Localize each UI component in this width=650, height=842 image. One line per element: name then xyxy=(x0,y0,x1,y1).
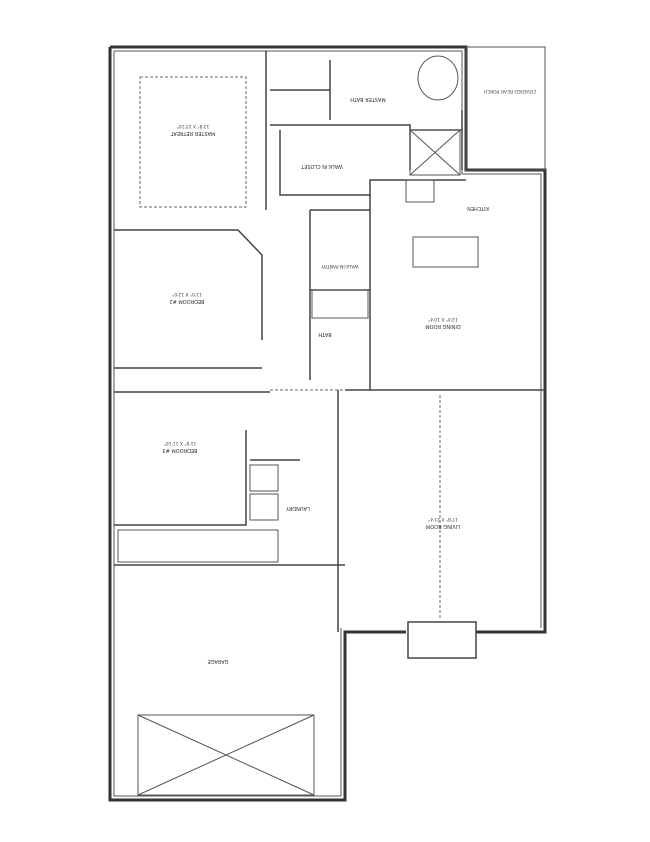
svg-text:MASTER RETREAT: MASTER RETREAT xyxy=(170,130,216,136)
room-covered-porch: COVERED REAR PORCH xyxy=(484,88,537,94)
svg-text:BEDROOM #2: BEDROOM #2 xyxy=(169,298,204,304)
svg-text:MASTER BATH: MASTER BATH xyxy=(350,96,386,102)
svg-text:13'8" X 15'10": 13'8" X 15'10" xyxy=(177,123,210,129)
tub xyxy=(417,55,459,101)
room-laundry: LAUNDRY xyxy=(285,505,310,511)
svg-text:17'8" X 21'4": 17'8" X 21'4" xyxy=(428,516,458,522)
fireplace xyxy=(407,621,477,659)
dryer xyxy=(249,493,279,521)
kitchen-island xyxy=(412,236,479,268)
room-kitchen: KITCHEN xyxy=(467,205,489,211)
room-bedroom-3: BEDROOM #311'8" X 11'10" xyxy=(162,440,197,453)
stairs xyxy=(117,529,279,563)
svg-text:KITCHEN: KITCHEN xyxy=(467,205,489,211)
svg-text:13'4" X 10'4": 13'4" X 10'4" xyxy=(428,316,458,322)
room-master-bath: MASTER BATH xyxy=(350,96,386,102)
room-bedroom-2: BEDROOM #211'0" X 12'0" xyxy=(169,291,204,304)
master-rug xyxy=(139,76,247,208)
bath-tub xyxy=(311,289,369,319)
room-garage: GARAGE xyxy=(208,658,229,664)
garage-door xyxy=(137,714,315,796)
svg-text:GARAGE: GARAGE xyxy=(208,658,229,664)
room-walk-in-closet: WALK-IN CLOSET xyxy=(300,163,343,169)
washer xyxy=(249,464,279,492)
svg-text:DINING ROOM: DINING ROOM xyxy=(425,323,460,329)
room-bath: BATH xyxy=(318,331,332,337)
shower xyxy=(409,129,461,176)
range xyxy=(405,179,435,203)
svg-text:WALK-IN PANTRY: WALK-IN PANTRY xyxy=(321,263,358,269)
svg-text:LIVING ROOM: LIVING ROOM xyxy=(426,523,460,529)
interior-walls xyxy=(114,51,545,796)
svg-text:COVERED REAR PORCH: COVERED REAR PORCH xyxy=(484,88,537,94)
svg-text:11'0" X 12'0": 11'0" X 12'0" xyxy=(172,291,202,297)
exterior-walls xyxy=(108,45,547,802)
covered-porch xyxy=(465,46,546,171)
svg-text:BEDROOM #3: BEDROOM #3 xyxy=(162,447,197,453)
svg-text:11'8" X 11'10": 11'8" X 11'10" xyxy=(164,440,197,446)
svg-text:WALK-IN CLOSET: WALK-IN CLOSET xyxy=(300,163,343,169)
svg-text:BATH: BATH xyxy=(318,331,332,337)
svg-text:LAUNDRY: LAUNDRY xyxy=(285,505,310,511)
room-pantry: WALK-IN PANTRY xyxy=(321,263,358,269)
